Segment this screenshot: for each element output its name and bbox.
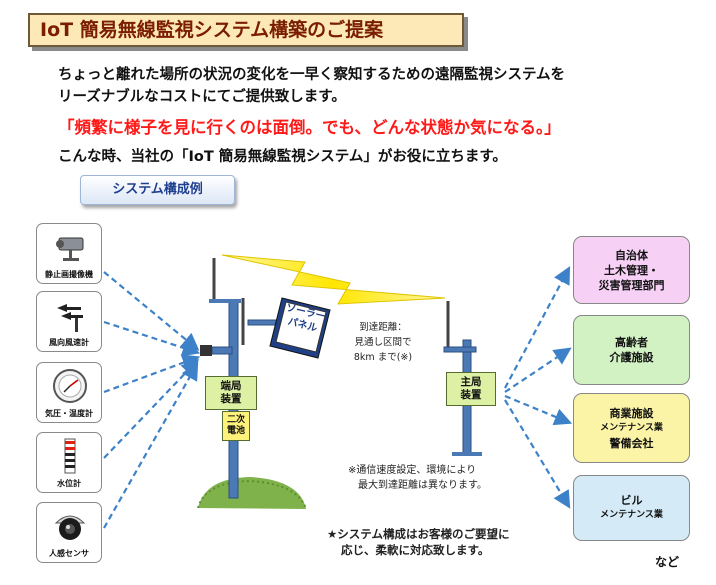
distance-note: 到達距離： 見通し区間で 8km まで(※) [347, 320, 419, 365]
master-unit-line2: 装置 [460, 389, 482, 401]
org-building-maintenance: ビル メンテナンス業 [573, 475, 690, 541]
motion-sensor-icon [54, 515, 86, 540]
distance-line3: 8km まで(※) [353, 352, 413, 363]
system-note-line2: 応じ、柔軟に対応致します。 [341, 543, 490, 557]
camera-icon [56, 237, 84, 261]
battery-line2: 電池 [226, 426, 245, 436]
intro-line-2: リーズナブルなコストにてご提供致します。 [58, 89, 346, 105]
gauge-icon [53, 369, 87, 403]
water-level-icon [64, 438, 76, 474]
footnote-line2: 最大到達距離は異なります。 [358, 480, 487, 491]
org-line: 警備会社 [609, 436, 654, 450]
lightning-bolt [221, 254, 446, 305]
sensor-label: 人感センサ [49, 549, 89, 558]
org-line: 自治体 [615, 248, 648, 262]
footnote-line1: ※通信速度設定、環境により [348, 465, 477, 476]
sensor-water-level: 水位計 [36, 432, 102, 493]
sensor-gauge: 気圧・温度計 [36, 362, 102, 423]
page-title: IoT 簡易無線監視システム構築のご提案 [28, 13, 464, 47]
battery-line1: 二次 [226, 415, 245, 425]
sensor-label: 風向風速計 [49, 338, 89, 347]
org-line: メンテナンス業 [600, 510, 663, 520]
org-commercial: 商業施設 メンテナンス業 警備会社 [573, 393, 690, 463]
org-line: 土木管理・ [604, 263, 659, 277]
org-line: 介護施設 [609, 351, 654, 364]
master-unit: 主局 装置 [446, 372, 496, 406]
org-line: 商業施設 [609, 406, 654, 420]
sensor-label: 静止画撮像機 [45, 270, 93, 279]
distance-line1: 到達距離： [359, 322, 407, 333]
system-note-line1: ★システム構成はお客様のご要望に [327, 527, 510, 541]
distance-line2: 見通し区間で [354, 337, 412, 348]
sensor-label: 水位計 [57, 479, 81, 488]
sensor-label: 気圧・温度計 [45, 409, 93, 418]
org-municipality: 自治体 土木管理・ 災害管理部門 [573, 236, 690, 304]
terminal-unit-line1: 端局 [220, 380, 242, 392]
sensor-camera: 静止画撮像機 [36, 223, 102, 284]
org-elderly-care: 高齢者 介護施設 [573, 315, 690, 385]
master-unit-line1: 主局 [460, 376, 482, 388]
intro-line-1: ちょっと離れた場所の状況の変化を一早く察知するための遠隔監視システムを [58, 67, 566, 83]
org-line: 災害管理部門 [598, 278, 665, 292]
terminal-unit: 端局 装置 [205, 376, 257, 410]
sensor-anemometer: 風向風速計 [36, 291, 102, 352]
battery-box: 二次 電池 [222, 411, 250, 441]
intro-line-3: こんな時、当社の「IoT 簡易無線監視システム」がお役に立ちます。 [58, 149, 507, 165]
system-example-button[interactable]: システム構成例 [80, 175, 235, 205]
grass-mound [198, 477, 306, 509]
anemometer-icon [57, 304, 83, 332]
org-line: ビル [620, 494, 643, 507]
intro-highlight: 「頻繁に様子を見に行くのは面倒。でも、どんな状態か気になる。」 [58, 118, 561, 137]
org-line: メンテナンス業 [600, 422, 663, 433]
org-line: 高齢者 [615, 336, 648, 349]
etc-label: など [655, 555, 680, 569]
system-note: ★システム構成はお客様のご要望に 応じ、柔軟に対応致します。 [327, 526, 509, 558]
solar-panel [269, 297, 331, 359]
sensor-motion: 人感センサ [36, 502, 102, 563]
terminal-unit-line2: 装置 [220, 393, 242, 405]
footnote: ※通信速度設定、環境により 最大到達距離は異なります。 [348, 463, 487, 493]
